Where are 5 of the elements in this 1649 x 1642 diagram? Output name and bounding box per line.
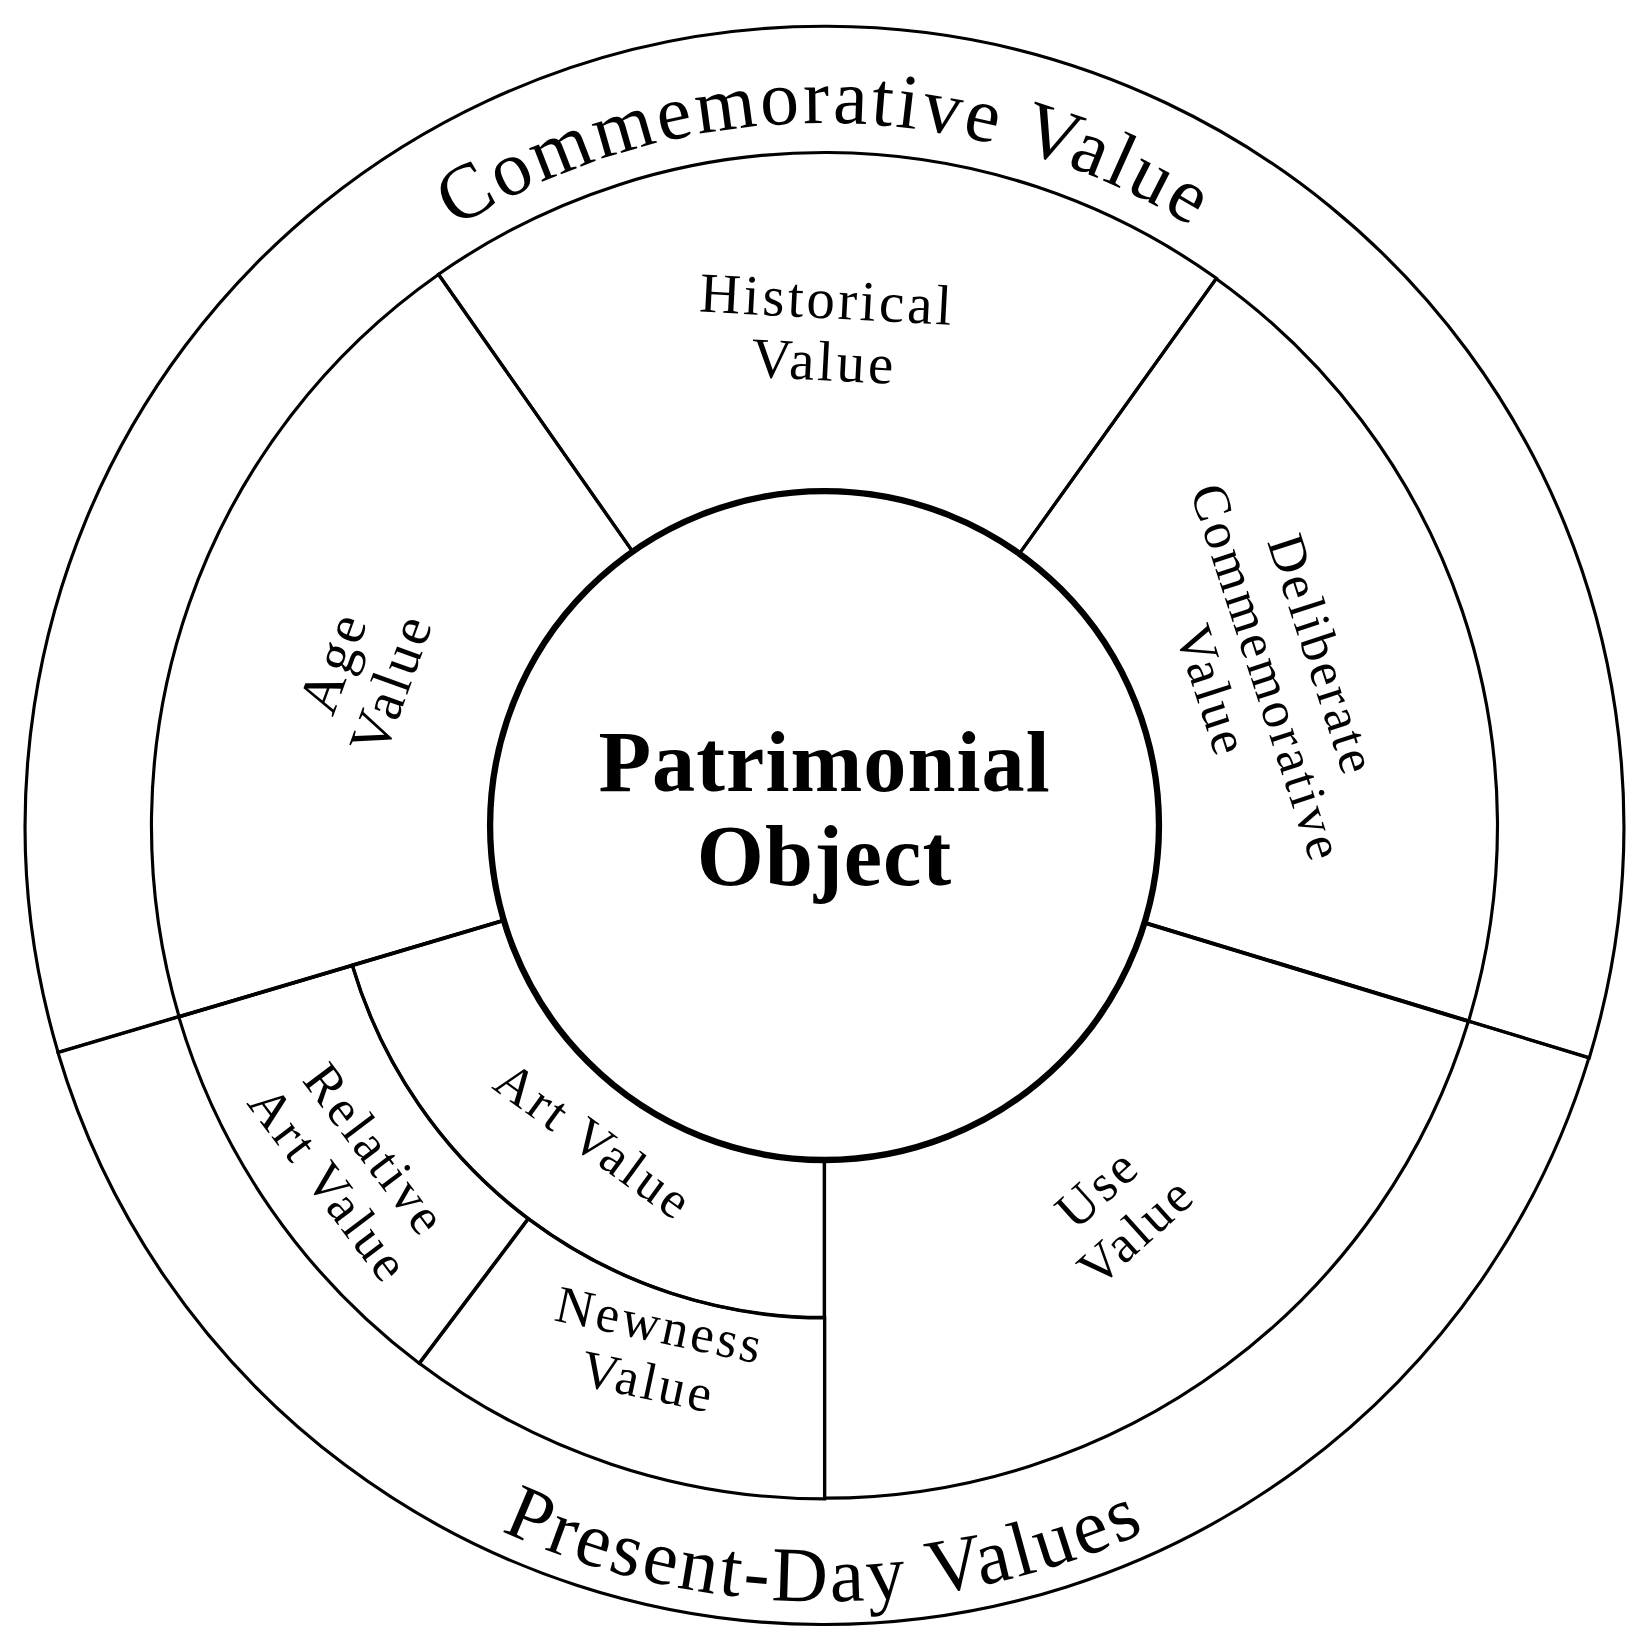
sector-label: Newness Value (549, 1275, 770, 1427)
sector-label: Patrimonial Object (598, 714, 1051, 905)
curved-label: Present-Day Values (494, 1467, 1155, 1620)
sector-label: Age Value (284, 601, 447, 763)
sector-label: Historical Value (696, 262, 957, 400)
